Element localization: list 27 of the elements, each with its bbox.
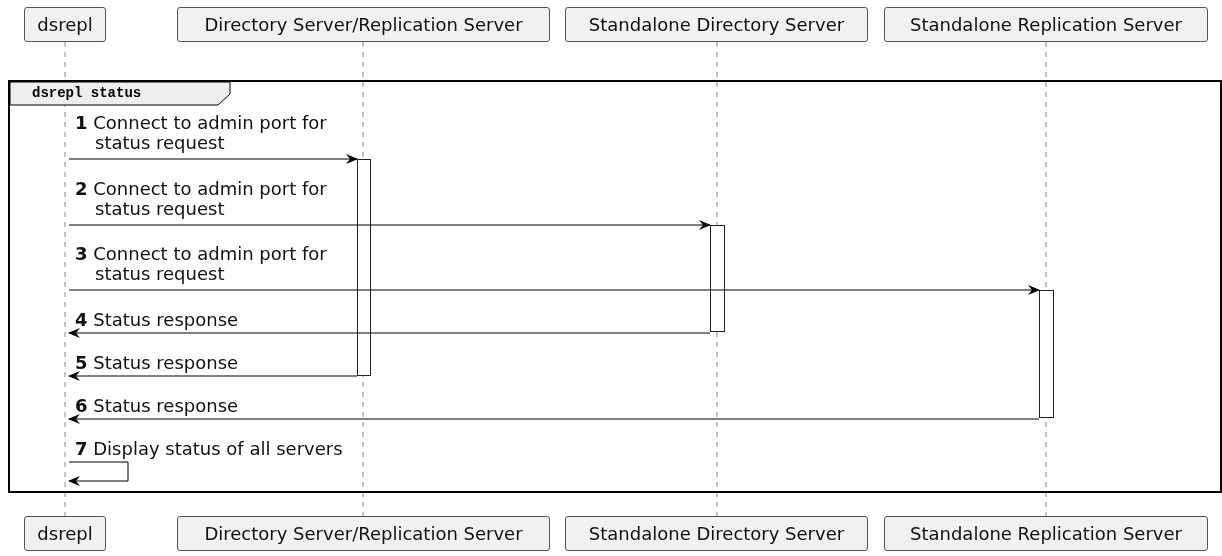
message-label: 1 Connect to admin port for status request: [75, 113, 328, 153]
message-arrow: [68, 220, 711, 230]
participant-box: Standalone Directory Server: [565, 7, 868, 42]
participant-box: Standalone Replication Server: [884, 516, 1208, 551]
message-arrow: [68, 154, 358, 164]
message-arrow: [68, 371, 358, 381]
message-label: 7 Display status of all servers: [75, 439, 343, 459]
participant-box: Directory Server/Replication Server: [177, 516, 550, 551]
frame-title: dsrepl status: [32, 85, 142, 101]
message-arrow: [68, 414, 1040, 424]
activation-bar: [357, 159, 371, 376]
participant-box: Directory Server/Replication Server: [177, 7, 550, 42]
participant-box: dsrepl: [24, 516, 106, 551]
message-label: 5 Status response: [75, 353, 239, 373]
participant-box: dsrepl: [24, 7, 106, 42]
self-message-arrow: [68, 461, 129, 486]
group-frame: [8, 80, 1222, 493]
message-label: 2 Connect to admin port for status request: [75, 179, 328, 219]
message-label: 6 Status response: [75, 396, 239, 416]
activation-bar: [710, 225, 725, 332]
message-label: 3 Connect to admin port for status request: [75, 244, 328, 284]
participant-box: Standalone Directory Server: [565, 516, 868, 551]
message-label: 4 Status response: [75, 310, 239, 330]
participant-box: Standalone Replication Server: [884, 7, 1208, 42]
activation-bar: [1039, 290, 1054, 418]
message-arrow: [68, 328, 711, 338]
message-arrow: [68, 285, 1040, 295]
